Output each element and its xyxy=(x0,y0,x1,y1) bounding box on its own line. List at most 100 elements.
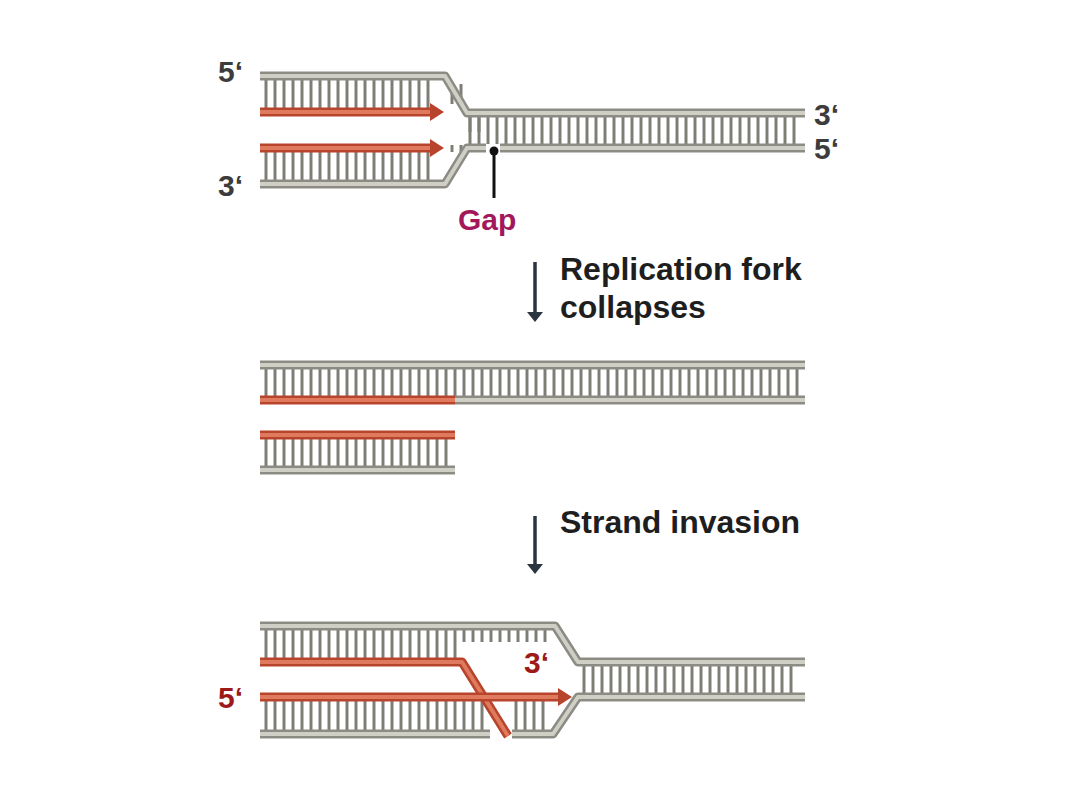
base-pair xyxy=(515,701,518,730)
base-pair xyxy=(265,152,268,180)
base-pair xyxy=(559,117,562,144)
base-pair xyxy=(682,666,685,693)
base-pair xyxy=(517,369,520,396)
base-pair xyxy=(400,439,403,466)
base-pair xyxy=(310,630,313,658)
base-pair xyxy=(310,369,313,396)
base-pair xyxy=(631,117,634,144)
strand-outline xyxy=(260,148,486,184)
strand-core xyxy=(260,468,455,472)
base-pair xyxy=(292,701,295,730)
base-pair xyxy=(481,630,484,642)
base-pair xyxy=(409,630,412,658)
base-pair xyxy=(436,439,439,466)
base-pair xyxy=(533,701,536,730)
base-pair xyxy=(757,117,760,144)
base-pair xyxy=(532,117,535,144)
base-pair xyxy=(790,666,793,693)
base-pair xyxy=(418,152,421,180)
base-pair xyxy=(328,369,331,396)
base-pair xyxy=(292,630,295,658)
base-pair xyxy=(391,369,394,396)
base-pair xyxy=(550,117,553,144)
base-pair xyxy=(292,369,295,396)
base-pair xyxy=(544,369,547,396)
base-pair xyxy=(553,369,556,396)
base-pair xyxy=(337,439,340,466)
base-pair xyxy=(622,117,625,144)
base-pair xyxy=(748,117,751,144)
base-pair xyxy=(400,369,403,396)
base-pair xyxy=(346,439,349,466)
base-pair xyxy=(604,117,607,144)
parental-strand xyxy=(455,400,805,401)
base-pair xyxy=(580,369,583,396)
step-arrow xyxy=(533,262,537,314)
base-pair xyxy=(769,369,772,396)
base-pair xyxy=(319,701,322,730)
strand-end-label: 5‘ xyxy=(218,54,243,90)
base-pair xyxy=(595,117,598,144)
base-pair xyxy=(691,666,694,693)
base-pair xyxy=(355,152,358,180)
base-pair xyxy=(283,80,286,108)
step-arrowhead xyxy=(527,564,543,574)
base-pair xyxy=(652,369,655,396)
step-label: Replication fork collapses xyxy=(560,250,890,327)
base-pair xyxy=(472,701,475,730)
base-pair xyxy=(490,630,493,642)
base-pair xyxy=(283,439,286,466)
base-pair xyxy=(301,369,304,396)
base-pair xyxy=(373,369,376,396)
base-pair xyxy=(373,152,376,180)
parental-strand xyxy=(512,697,805,734)
base-pair xyxy=(508,630,511,642)
base-pair xyxy=(418,701,421,730)
strand-outline xyxy=(260,144,432,153)
strand-core xyxy=(260,695,560,699)
base-pair xyxy=(382,80,385,108)
new-strand xyxy=(260,435,455,436)
base-pair xyxy=(562,369,565,396)
base-pair xyxy=(619,666,622,693)
base-pair xyxy=(685,117,688,144)
strand-core xyxy=(260,363,805,367)
base-pair xyxy=(625,369,628,396)
base-pair xyxy=(445,630,448,658)
base-pair xyxy=(310,701,313,730)
strand-outline xyxy=(512,697,805,734)
base-pair xyxy=(274,152,277,180)
base-pair xyxy=(658,117,661,144)
base-pair xyxy=(319,630,322,658)
strand-outline xyxy=(260,76,805,113)
base-pair xyxy=(772,666,775,693)
base-pair xyxy=(667,117,670,144)
base-pair xyxy=(469,117,472,132)
base-pair xyxy=(478,117,481,144)
base-pair xyxy=(637,666,640,693)
base-pair xyxy=(454,369,457,396)
step-label: Strand invasion xyxy=(560,503,800,541)
base-pair xyxy=(418,369,421,396)
base-pair xyxy=(673,666,676,693)
base-pair xyxy=(646,666,649,693)
base-pair xyxy=(715,369,718,396)
base-pair xyxy=(274,701,277,730)
base-pair xyxy=(700,666,703,693)
base-pair xyxy=(355,369,358,396)
base-pair xyxy=(391,439,394,466)
new-strand xyxy=(260,148,432,149)
base-pair xyxy=(661,369,664,396)
base-pair xyxy=(598,369,601,396)
base-pair xyxy=(265,701,268,730)
strand-core xyxy=(260,110,432,114)
base-pair xyxy=(487,117,490,144)
base-pair xyxy=(427,80,430,108)
base-pair xyxy=(445,369,448,396)
base-pair xyxy=(337,80,340,108)
base-pair xyxy=(436,369,439,396)
base-pair xyxy=(310,80,313,108)
parental-strand xyxy=(260,365,805,366)
base-pair xyxy=(499,630,502,642)
base-pair xyxy=(496,117,499,144)
